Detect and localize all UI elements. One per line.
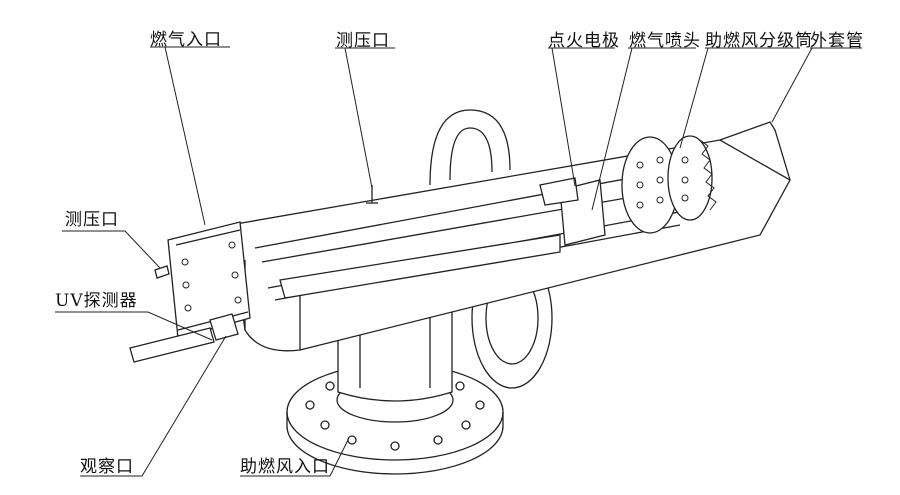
label-outer-casing: 外套管 xyxy=(810,31,864,51)
label-uv-detector: UV探测器 xyxy=(55,291,138,311)
label-pressure-port-left: 测压口 xyxy=(65,210,119,230)
label-pressure-port-top: 测压口 xyxy=(336,31,390,51)
uv-detector-body xyxy=(129,327,215,363)
label-gas-inlet: 燃气入口 xyxy=(150,30,222,50)
top-flange xyxy=(429,109,511,186)
staging-cylinder xyxy=(621,135,717,234)
leader-lines xyxy=(55,46,862,477)
label-air-staging-cylinder: 助燃风分级筒 xyxy=(705,31,813,51)
label-gas-nozzle: 燃气喷头 xyxy=(629,31,701,51)
back-plate xyxy=(167,221,251,339)
label-combustion-air-inlet: 助燃风入口 xyxy=(240,457,330,477)
label-observation-port: 观察口 xyxy=(80,457,134,477)
label-ignition-electrode: 点火电极 xyxy=(548,31,620,51)
